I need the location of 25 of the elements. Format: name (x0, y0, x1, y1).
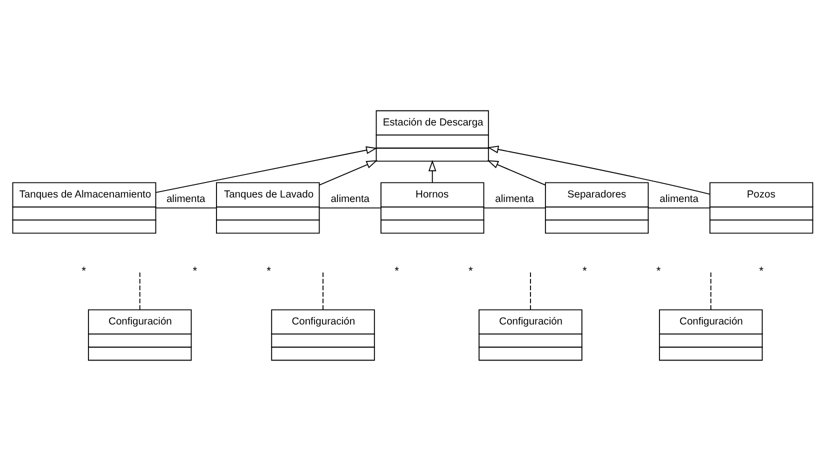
label: * (82, 264, 86, 277)
label: * (468, 264, 473, 277)
label: * (394, 264, 400, 277)
connector (319, 206, 382, 208)
connector (530, 272, 531, 310)
label: * (266, 264, 271, 277)
label: * (582, 264, 587, 277)
connector (483, 206, 546, 208)
edge-label: alimenta (330, 194, 370, 205)
edge-label: alimenta (166, 194, 206, 205)
arrow (487, 160, 546, 186)
arrow (318, 160, 378, 186)
edge-label: alimenta (495, 194, 534, 205)
edge-label: alimenta (660, 194, 698, 205)
connector (710, 272, 712, 310)
label: * (759, 264, 764, 277)
connector (648, 206, 710, 208)
label: * (656, 264, 661, 277)
arrow (155, 146, 378, 193)
arrow (487, 145, 710, 194)
connector (139, 272, 140, 310)
label: * (192, 264, 198, 277)
connector (322, 272, 324, 310)
connector (155, 206, 217, 208)
arrow (428, 160, 436, 183)
